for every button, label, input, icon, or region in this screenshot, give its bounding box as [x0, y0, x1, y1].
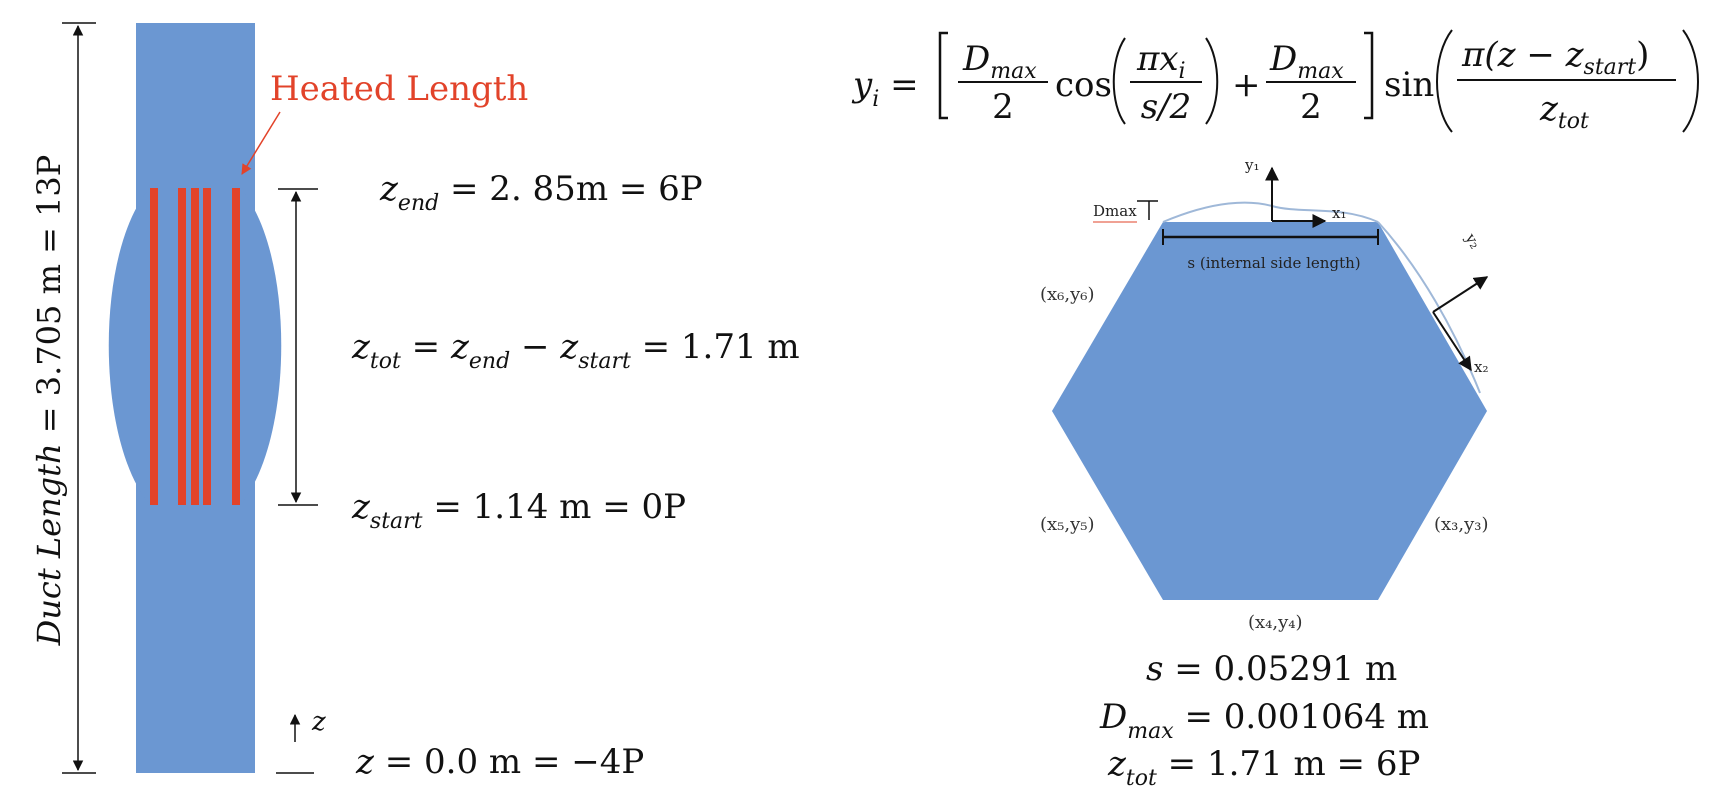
z-tot-equation: ztot = zend − zstart = 1.71 m	[351, 327, 800, 374]
svg-text:yi =: yi =	[851, 65, 919, 112]
axis-y2-label: y₂	[1461, 229, 1484, 251]
svg-text:2: 2	[992, 87, 1014, 127]
duct-diagram	[108, 23, 282, 773]
z-axis-indicator: z	[276, 707, 326, 774]
vertex-label-6: (x₆,y₆)	[1040, 284, 1095, 305]
z-end-equation: zend = 2. 85m = 6P	[379, 169, 703, 216]
heater-rod	[191, 188, 199, 505]
s-value-equation: s = 0.05291 m	[1146, 649, 1397, 689]
heated-zone-dimension	[278, 188, 318, 506]
dmax-value-equation: Dmax = 0.001064 m	[1099, 697, 1429, 744]
deformation-formula: yi = Dmax 2 cos πxi s/2 + Dmax 2 sin π(z…	[851, 29, 1699, 134]
svg-text:Dmax: Dmax	[1269, 39, 1344, 84]
svg-text:2: 2	[1300, 87, 1322, 127]
ztot-value-equation: ztot = 1.71 m = 6P	[1107, 744, 1420, 791]
heater-rod	[203, 188, 211, 505]
vertex-label-4: (x₄,y₄)	[1248, 612, 1303, 633]
heated-length-pointer	[241, 111, 281, 175]
duct-length-dimension	[62, 22, 96, 774]
svg-text:πxi: πxi	[1136, 39, 1186, 84]
dmax-label: Dmax	[1093, 202, 1137, 220]
axis-x1-label: x₁	[1332, 204, 1346, 222]
s-dimension-label: s (internal side length)	[1187, 254, 1360, 272]
heated-length-label: Heated Length	[270, 69, 528, 109]
heater-rod	[178, 188, 186, 505]
duct-length-label: Duct Length = 3.705 m = 13P	[30, 155, 68, 647]
z-axis-label: z	[311, 707, 326, 737]
heater-rod	[232, 188, 240, 505]
axis-y1-label: y₁	[1244, 156, 1260, 174]
axis-x2-label: x₂	[1474, 358, 1488, 376]
hexagon-duct-section	[1052, 222, 1487, 600]
svg-text:+: +	[1232, 65, 1261, 105]
svg-text:π(z − zstart): π(z − zstart)	[1461, 35, 1649, 80]
svg-text:ztot: ztot	[1539, 89, 1589, 134]
svg-text:Dmax: Dmax	[962, 39, 1037, 84]
svg-text:sin: sin	[1384, 65, 1434, 105]
vertex-label-5: (x₅,y₅)	[1040, 514, 1095, 535]
svg-text:s/2: s/2	[1141, 87, 1192, 127]
z-zero-equation: z = 0.0 m = −4P	[355, 742, 644, 782]
z-start-equation: zstart = 1.14 m = 0P	[351, 487, 686, 534]
heater-rod	[150, 188, 158, 505]
vertex-label-3: (x₃,y₃)	[1434, 514, 1489, 535]
hexagon-diagram: y₁ x₁ Dmax s (internal side length) y₂ x…	[1040, 156, 1489, 633]
svg-text:cos: cos	[1055, 65, 1112, 105]
